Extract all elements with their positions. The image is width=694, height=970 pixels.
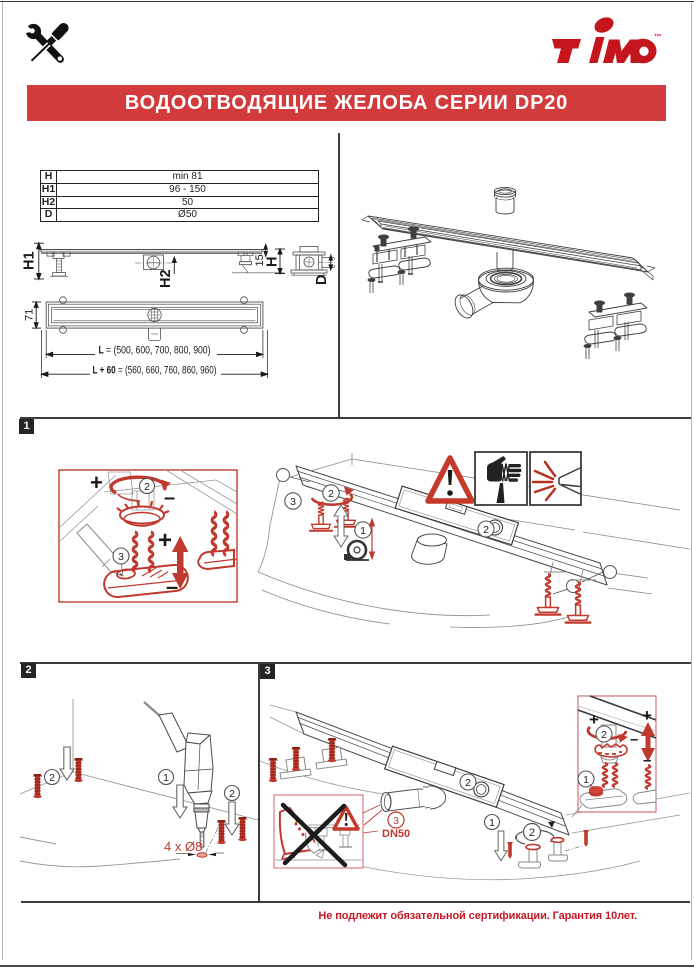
svg-text:2: 2: [601, 729, 607, 741]
svg-text:™: ™: [654, 32, 662, 41]
svg-text:+: +: [589, 710, 599, 729]
svg-text:71: 71: [24, 309, 36, 321]
svg-text:–: –: [630, 731, 638, 748]
svg-text:1: 1: [163, 772, 169, 784]
svg-text:1: 1: [583, 774, 589, 786]
svg-text:+: +: [90, 470, 103, 495]
svg-text:H2: H2: [158, 269, 174, 288]
svg-text:4 x Ø8: 4 x Ø8: [164, 839, 202, 854]
svg-text:+: +: [158, 527, 172, 554]
svg-text:DN50: DN50: [382, 828, 410, 840]
svg-text:2: 2: [229, 788, 235, 800]
svg-text:L + 60 = (560, 660, 760, 860,: L + 60 = (560, 660, 760, 860, 960): [93, 364, 217, 376]
svg-text:2: 2: [465, 777, 471, 789]
svg-text:L = (500, 600, 700, 800, 900): L = (500, 600, 700, 800, 900): [99, 345, 211, 357]
svg-text:3: 3: [118, 551, 124, 563]
svg-text:1: 1: [360, 525, 366, 537]
svg-text:3: 3: [290, 496, 296, 508]
svg-text:–: –: [166, 574, 178, 599]
svg-text:3: 3: [393, 815, 399, 827]
svg-text:D: D: [314, 275, 330, 285]
svg-text:2: 2: [328, 488, 334, 500]
svg-text:–: –: [643, 752, 651, 769]
svg-text:2: 2: [529, 827, 535, 839]
svg-text:2: 2: [483, 524, 489, 536]
svg-text:–: –: [164, 487, 175, 509]
svg-text:2: 2: [144, 481, 150, 493]
svg-text:2: 2: [49, 772, 55, 784]
svg-text:+: +: [642, 706, 652, 725]
svg-text:H: H: [265, 257, 281, 267]
svg-text:15: 15: [254, 254, 266, 266]
svg-text:H1: H1: [22, 251, 38, 270]
svg-text:1: 1: [489, 817, 495, 829]
